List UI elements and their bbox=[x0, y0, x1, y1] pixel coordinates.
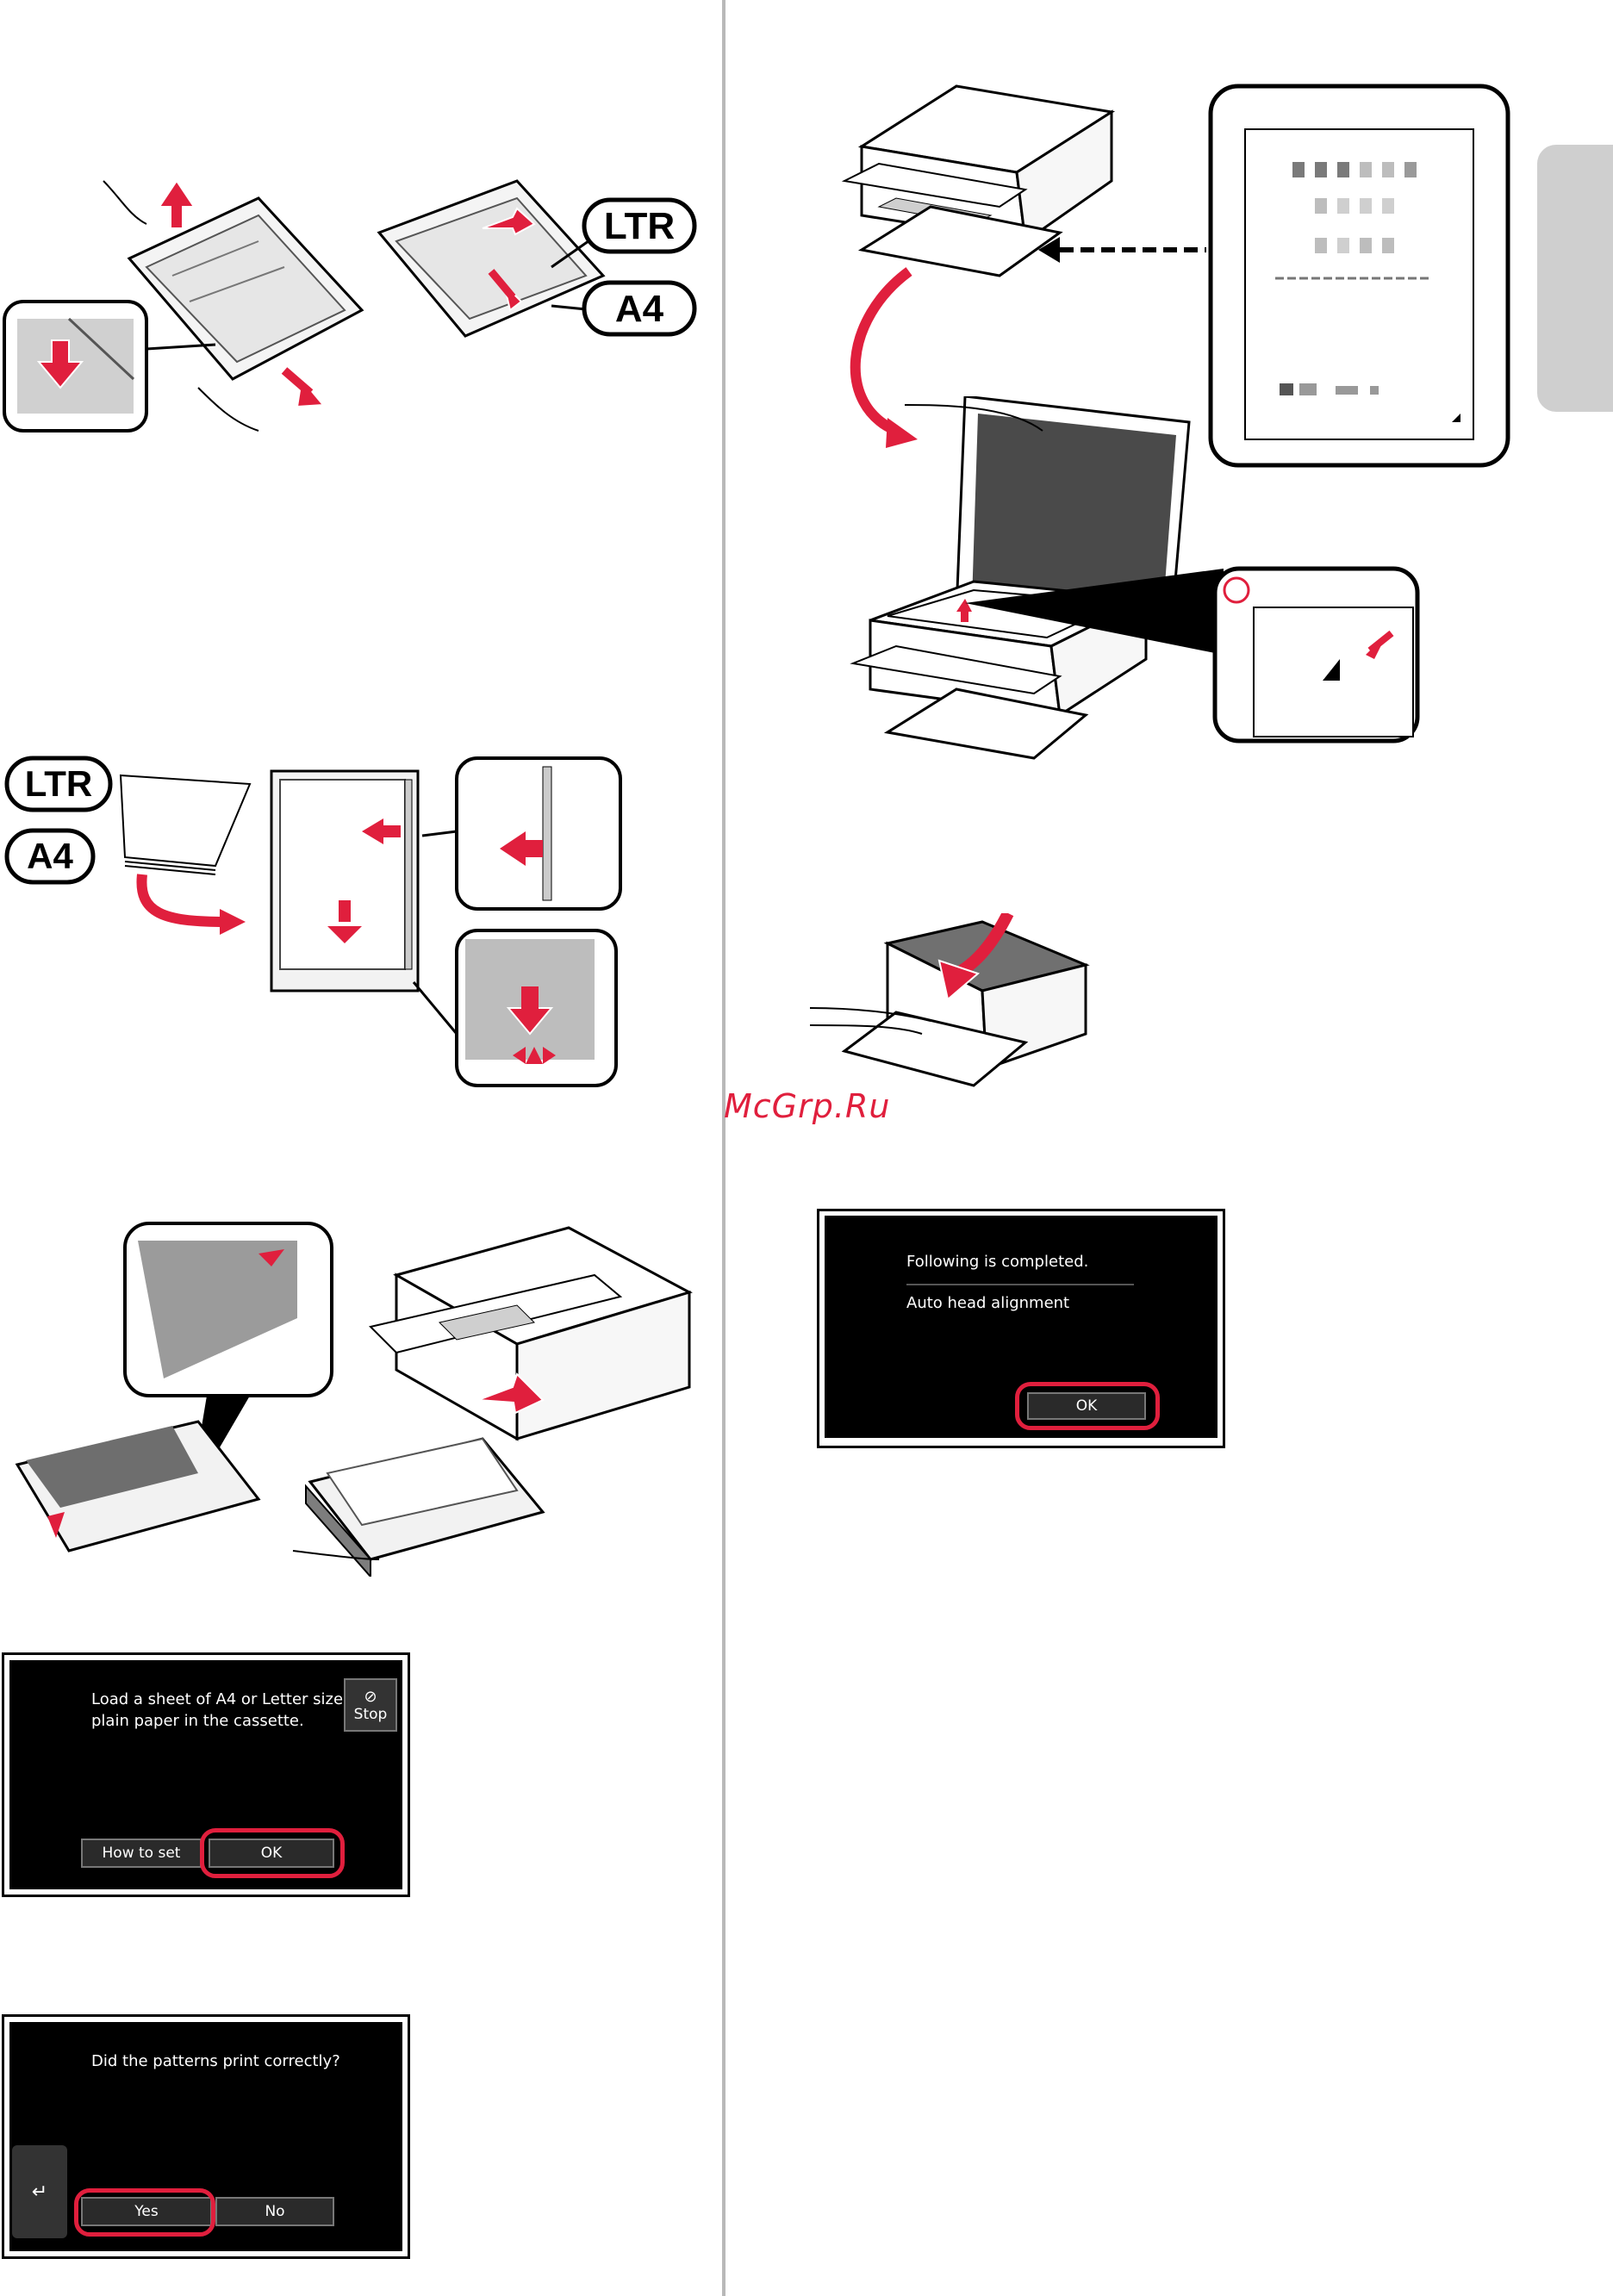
how-to-set-button[interactable]: How to set bbox=[81, 1839, 202, 1868]
ok-highlight-load bbox=[200, 1828, 345, 1878]
cassette-guides-illustration: LTR A4 bbox=[0, 164, 707, 448]
load-paper-message: Load a sheet of A4 or Letter size plain … bbox=[91, 1689, 350, 1732]
stop-icon: ⊘ bbox=[364, 1688, 377, 1706]
back-icon: ↵ bbox=[32, 2181, 47, 2203]
platen-placement-illustration bbox=[836, 396, 1448, 784]
ltr-label-top: LTR bbox=[604, 205, 675, 247]
completed-message: Following is completed. bbox=[906, 1251, 1165, 1272]
watermark-text: McGrp.Ru bbox=[724, 1087, 890, 1125]
a4-label-mid: A4 bbox=[27, 836, 73, 876]
completed-divider bbox=[906, 1284, 1134, 1285]
back-button[interactable]: ↵ bbox=[12, 2145, 67, 2238]
completed-item: Auto head alignment bbox=[906, 1292, 1165, 1314]
load-paper-screen: Load a sheet of A4 or Letter size plain … bbox=[12, 1663, 400, 1887]
section-side-tab bbox=[1537, 145, 1613, 412]
stop-button[interactable]: ⊘ Stop bbox=[344, 1678, 397, 1732]
patterns-message: Did the patterns print correctly? bbox=[91, 2050, 384, 2072]
ltr-label-mid: LTR bbox=[25, 763, 93, 804]
a4-label-top: A4 bbox=[615, 288, 664, 330]
ok-highlight-completed bbox=[1015, 1382, 1160, 1430]
completed-screen: Following is completed. Auto head alignm… bbox=[827, 1218, 1215, 1435]
yes-highlight bbox=[74, 2188, 215, 2237]
column-divider bbox=[722, 0, 726, 2296]
patterns-screen: Did the patterns print correctly? ↵ Yes … bbox=[12, 2025, 400, 2249]
stop-label: Stop bbox=[354, 1706, 388, 1723]
no-button[interactable]: No bbox=[215, 2197, 334, 2226]
load-paper-illustration: LTR A4 bbox=[0, 750, 629, 1094]
insert-cassette-illustration bbox=[0, 1215, 707, 1577]
